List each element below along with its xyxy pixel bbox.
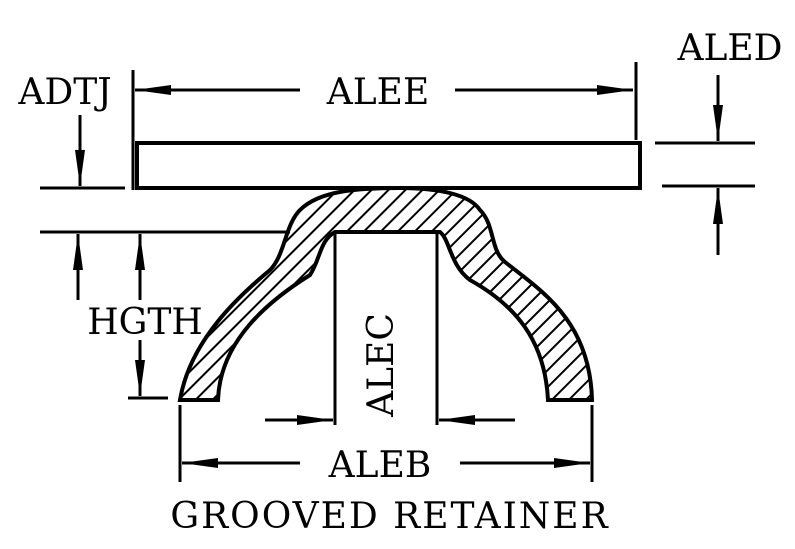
retainer-section [177,185,595,402]
plate-rectangle [135,141,642,190]
label-alee: ALEE [326,72,429,113]
label-adtj: ADTJ [17,72,111,113]
label-hgth: HGTH [87,302,203,343]
label-aleb: ALEB [328,445,432,486]
label-aled: ALED [676,28,782,69]
label-alec: ALEC [361,313,402,418]
diagram-title: GROOVED RETAINER [170,496,609,537]
